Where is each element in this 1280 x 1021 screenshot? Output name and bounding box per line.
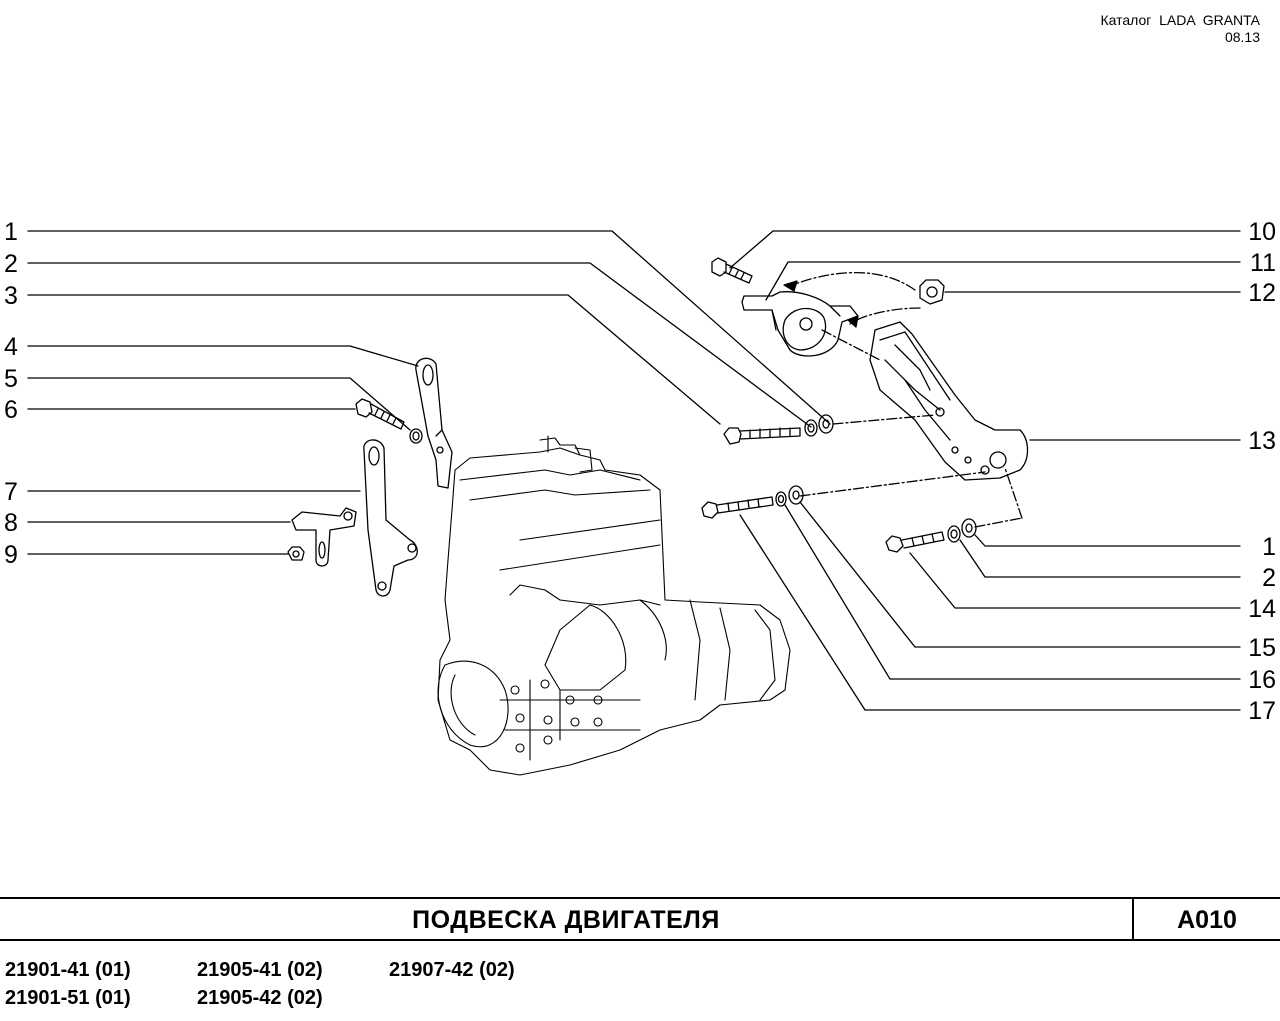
bolt-part-10 [711,257,753,284]
leader-lines-left [27,230,831,555]
callout-right-14: 14 [1248,595,1276,623]
section-code: A010 [1177,906,1237,934]
parts-diagram: 1 2 3 4 5 6 7 8 9 10 11 12 13 1 2 14 15 … [4,218,1276,776]
section-title: ПОДВЕСКА ДВИГАТЕЛЯ [0,899,1134,939]
bolt-part-14 [885,531,945,553]
callout-left-4: 4 [4,333,18,361]
model-list: 21901-41 (01) 21905-41 (02) 21907-42 (02… [5,957,581,1013]
callouts-right: 10 11 12 13 1 2 14 15 16 17 [1248,218,1276,725]
washer-part-2-upper [804,419,818,437]
assembly-axes [789,271,1023,528]
callout-left-1: 1 [4,218,18,246]
model-code: 21901-41 (01) [5,959,131,981]
callout-right-1: 1 [1262,533,1276,561]
bracket-part-4 [415,357,453,489]
callout-right-16: 16 [1248,666,1276,694]
support-part-11 [741,291,859,357]
callout-left-5: 5 [4,365,18,393]
callout-right-13: 13 [1248,427,1276,455]
callout-right-15: 15 [1248,634,1276,662]
washer-part-1-upper [818,414,834,434]
catalog-label: Каталог LADA GRANTA [1100,12,1260,28]
bracket-part-7 [363,439,418,597]
bracket-part-13 [869,321,1029,481]
callouts-left: 1 2 3 4 5 6 7 8 9 [4,218,18,569]
bolt-part-6 [355,398,405,430]
model-code: 21901-51 (01) [5,987,131,1009]
washer-part-2-lower [947,525,961,543]
callout-right-10: 10 [1248,218,1276,246]
section-title-bar: ПОДВЕСКА ДВИГАТЕЛЯ A010 [0,897,1280,941]
callout-left-3: 3 [4,282,18,310]
model-code [389,985,581,1013]
catalog-date: 08.13 [1224,29,1260,45]
nut-part-9 [287,546,305,561]
bracket-part-8 [291,507,357,567]
bolt-part-17 [701,496,774,519]
callout-right-12: 12 [1248,279,1276,307]
catalog-header: Каталог LADA GRANTA 08.13 [1100,12,1260,46]
model-code: 21905-42 (02) [197,987,323,1009]
leader-lines-right [729,230,1241,711]
callout-left-9: 9 [4,541,18,569]
washer-part-15 [788,485,804,505]
washer-part-16 [775,491,787,507]
model-row: 21901-51 (01) 21905-42 (02) [5,985,581,1013]
callout-left-6: 6 [4,396,18,424]
washer-part-5 [409,428,423,444]
nut-part-12 [919,279,945,305]
callout-left-2: 2 [4,250,18,278]
bolt-part-3 [723,427,801,445]
model-row: 21901-41 (01) 21905-41 (02) 21907-42 (02… [5,957,581,985]
model-code: 21907-42 (02) [389,959,515,981]
callout-right-2: 2 [1262,564,1276,592]
callout-left-8: 8 [4,509,18,537]
callout-left-7: 7 [4,478,18,506]
callout-right-17: 17 [1248,697,1276,725]
callout-right-11: 11 [1250,249,1276,277]
washer-part-1-lower [961,518,977,538]
model-code: 21905-41 (02) [197,959,323,981]
engine-gearbox-outline [437,435,791,776]
